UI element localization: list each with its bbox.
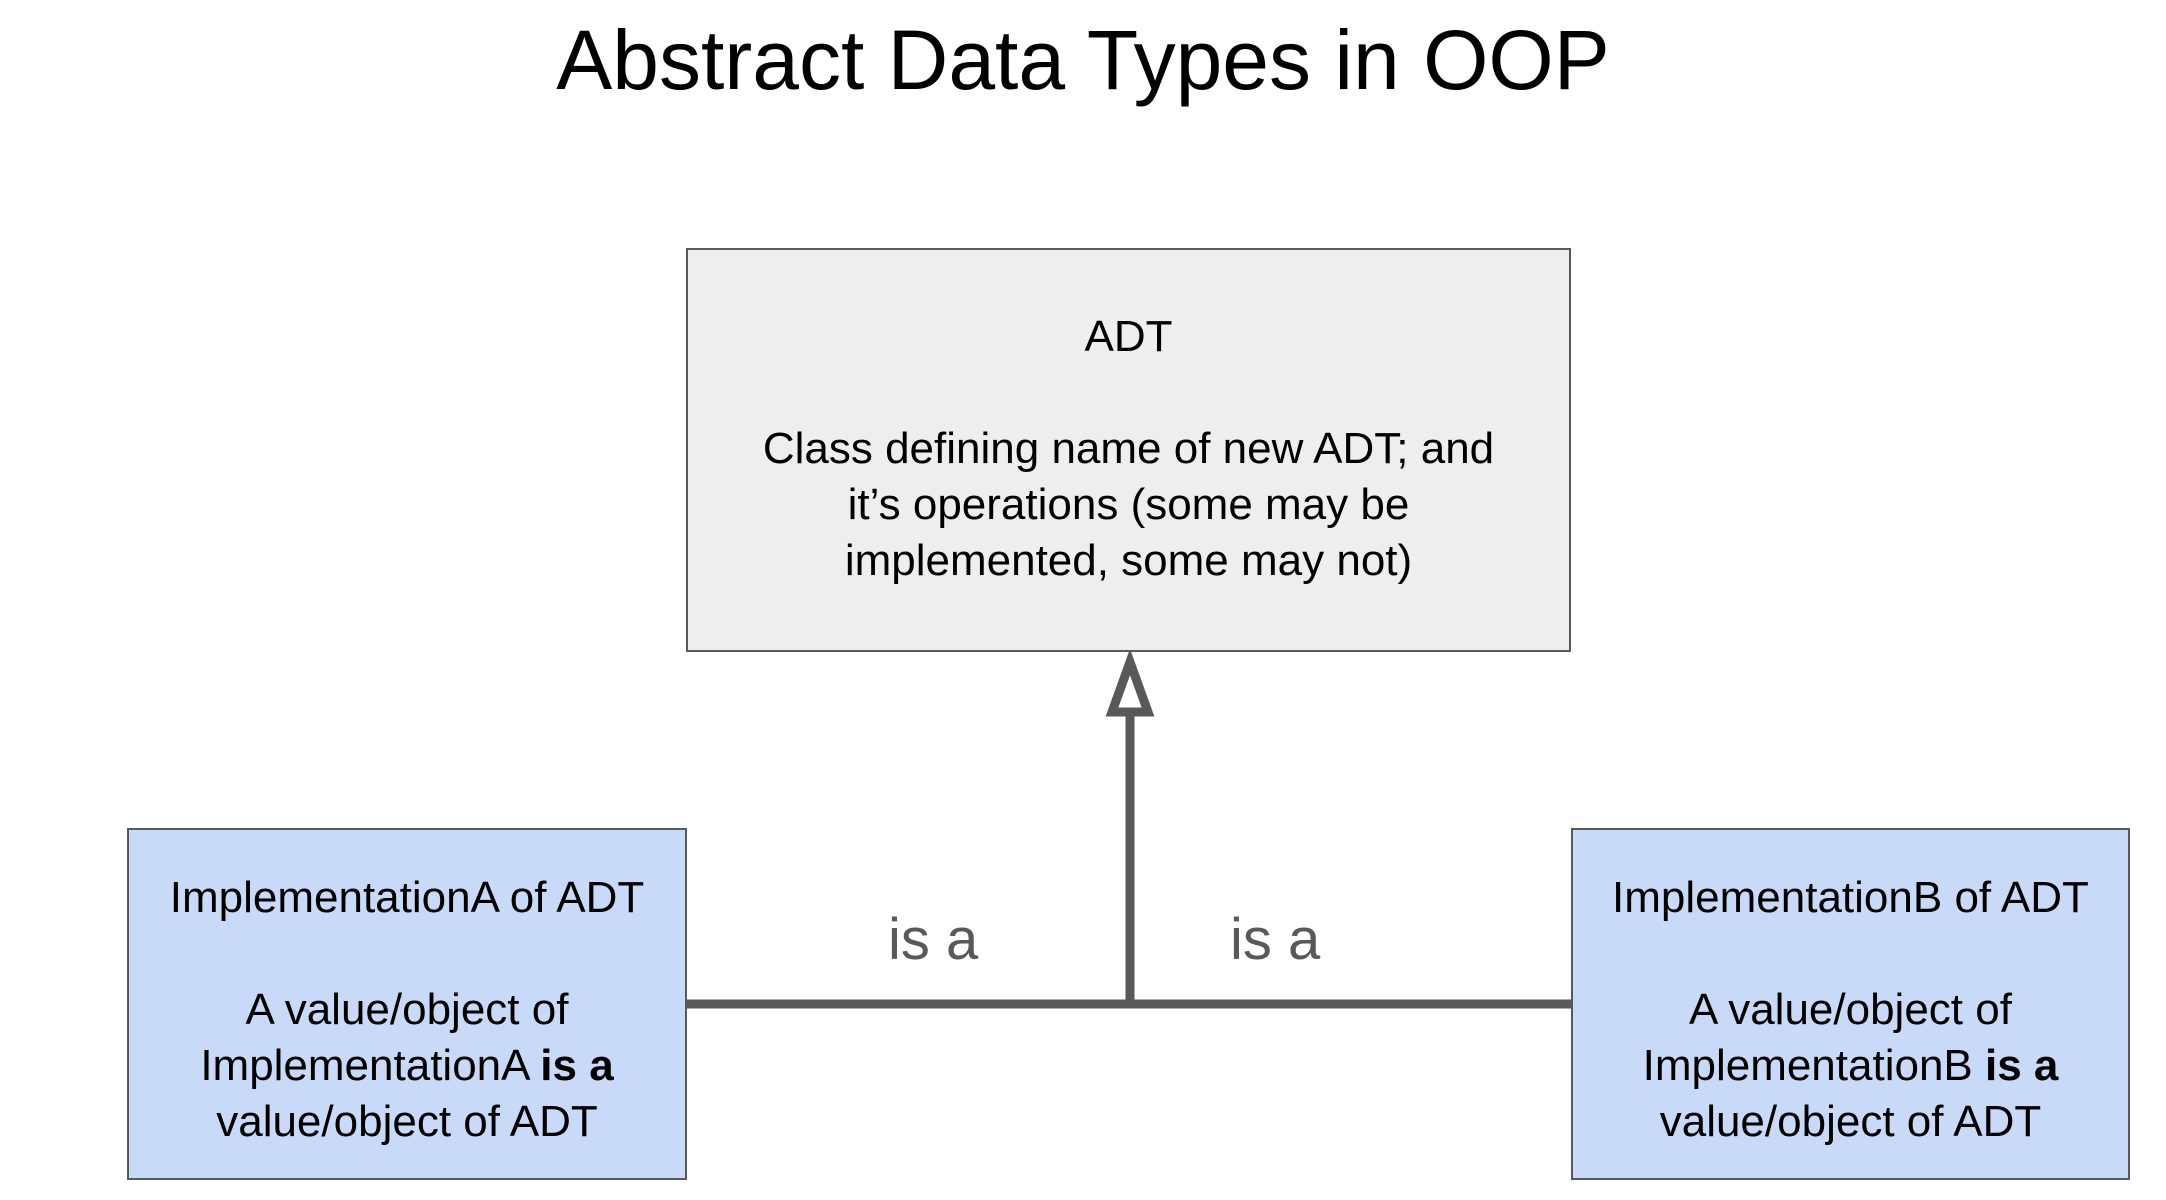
implementation-a-is-a: is a <box>540 1041 614 1090</box>
implementation-a-box: ImplementationA of ADT A value/object of… <box>127 828 687 1180</box>
implementation-b-line-1: A value/object of <box>1689 985 2012 1034</box>
implementation-a-name: ImplementationA of ADT <box>169 873 645 922</box>
implementation-a-line-1: A value/object of <box>245 985 569 1034</box>
adt-description-line-3: implemented, some may not) <box>844 536 1413 585</box>
implementation-b-name: ImplementationB of ADT <box>1612 873 2089 922</box>
is-a-label-right: is a <box>1230 907 1321 972</box>
implementation-b-box: ImplementationB of ADT A value/object of… <box>1571 828 2130 1180</box>
is-a-label-left: is a <box>888 907 979 972</box>
implementation-b-line-2-prefix: ImplementationB <box>1642 1041 1985 1090</box>
implementation-b-line-3: value/object of ADT <box>1659 1097 2042 1146</box>
adt-description-line-2: it’s operations (some may be <box>847 480 1410 529</box>
inheritance-arrowhead <box>1105 648 1155 717</box>
implementation-a-line-2-prefix: ImplementationA <box>200 1041 541 1090</box>
implementation-a-line-3: value/object of ADT <box>216 1097 598 1146</box>
implementation-b-is-a: is a <box>1985 1041 2059 1090</box>
adt-name: ADT <box>1084 312 1173 361</box>
adt-box: ADT Class defining name of new ADT; and … <box>686 248 1571 652</box>
diagram-title: Abstract Data Types in OOP <box>556 13 1610 107</box>
implementation-a-line-2: ImplementationA is a <box>129 1038 685 1094</box>
implementation-b-line-2: ImplementationB is a <box>1573 1038 2128 1094</box>
adt-description-line-1: Class defining name of new ADT; and <box>762 424 1495 473</box>
